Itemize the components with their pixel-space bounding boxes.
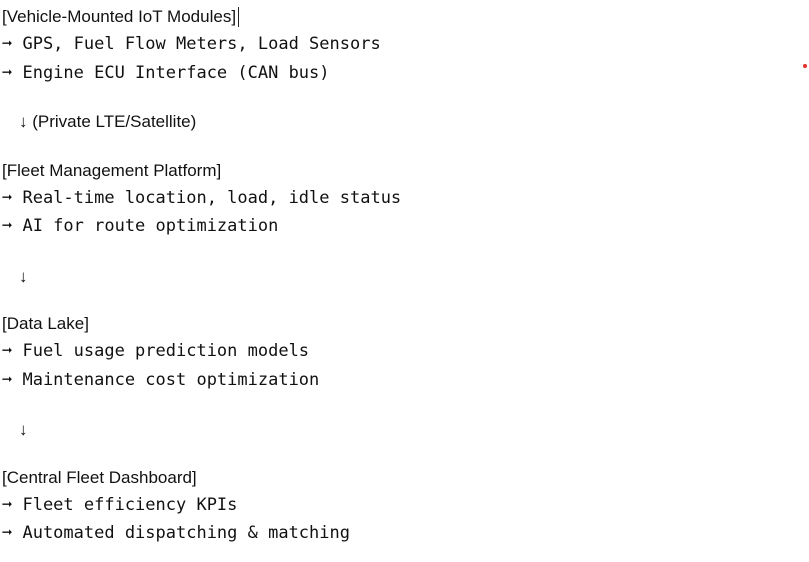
connector-arrow: ↓ [19, 267, 28, 286]
section-title-iot-modules: [Vehicle-Mounted IoT Modules] [2, 7, 240, 27]
section-title-data-lake: [Data Lake] [2, 314, 89, 333]
section-title-text: [Vehicle-Mounted IoT Modules] [2, 7, 237, 26]
red-dot-marker [803, 64, 807, 68]
list-item: ➞ Fleet efficiency KPIs [2, 495, 238, 515]
list-item: ➞ Fuel usage prediction models [2, 341, 310, 361]
list-item: ➞ Real-time location, load, idle status [2, 188, 402, 208]
list-item: ➞ Maintenance cost optimization [2, 370, 320, 390]
section-title-central-dashboard: [Central Fleet Dashboard] [2, 468, 197, 487]
list-item: ➞ Engine ECU Interface (CAN bus) [2, 63, 330, 83]
connector-arrow: ↓ (Private LTE/Satellite) [19, 112, 197, 131]
list-item: ➞ AI for route optimization [2, 216, 279, 236]
text-cursor [238, 7, 240, 27]
list-item: ➞ GPS, Fuel Flow Meters, Load Sensors [2, 34, 381, 54]
section-title-fleet-platform: [Fleet Management Platform] [2, 161, 222, 180]
connector-arrow: ↓ [19, 420, 28, 439]
list-item: ➞ Automated dispatching & matching [2, 523, 350, 543]
